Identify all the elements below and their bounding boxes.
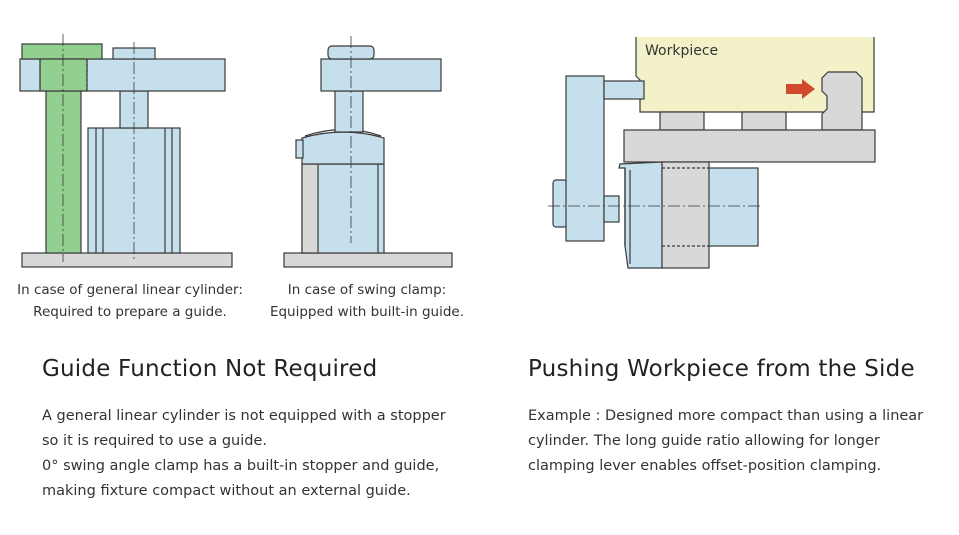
- caption-line: Equipped with built-in guide.: [269, 304, 465, 320]
- heading-guide-function: Guide Function Not Required: [42, 356, 378, 382]
- body-line: so it is required to use a guide.: [42, 433, 268, 449]
- rod-end: [552, 179, 568, 228]
- lever-joint: [603, 195, 620, 223]
- swing-clamp-diagram: [283, 36, 453, 268]
- workpiece-label: Workpiece: [645, 43, 718, 59]
- body-line: cylinder. The long guide ratio allowing …: [528, 433, 880, 449]
- guide-nut: [21, 43, 103, 60]
- body-side: [301, 163, 319, 254]
- support-block: [741, 111, 787, 131]
- clamp-arm: [320, 58, 442, 92]
- caption-line: In case of general linear cylinder:: [17, 282, 243, 298]
- body-line: Example : Designed more compact than usi…: [528, 408, 924, 424]
- body-line: clamping lever enables offset-position c…: [528, 458, 882, 474]
- caption-linear-cylinder: In case of general linear cylinder: Requ…: [12, 279, 248, 323]
- side-push-diagram: [548, 37, 876, 269]
- base-plate: [283, 252, 453, 268]
- caption-line: Required to prepare a guide.: [33, 304, 227, 320]
- guide-bore: [39, 58, 88, 92]
- stopper: [821, 71, 863, 131]
- lever-tip: [603, 80, 645, 100]
- heading-pushing-workpiece: Pushing Workpiece from the Side: [528, 356, 915, 382]
- side-port: [295, 139, 304, 159]
- caption-swing-clamp: In case of swing clamp: Equipped with bu…: [262, 279, 472, 323]
- base-plate: [21, 252, 233, 268]
- body-pushing-workpiece: Example : Designed more compact than usi…: [528, 404, 923, 479]
- support-block: [659, 111, 705, 131]
- push-arrow: [786, 79, 815, 99]
- piston-rod: [334, 90, 364, 133]
- body-line: making fixture compact without an extern…: [42, 483, 411, 499]
- guide-sleeve: [661, 161, 710, 269]
- body-line: 0° swing angle clamp has a built-in stop…: [42, 458, 440, 474]
- swing-collar: [301, 131, 385, 165]
- clamp-lever: [565, 75, 605, 242]
- caption-line: In case of swing clamp:: [287, 282, 447, 298]
- fixture-plate: [623, 129, 876, 163]
- body-line: A general linear cylinder is not equippe…: [42, 408, 446, 424]
- linear-cylinder-diagram: [19, 34, 233, 268]
- body-guide-function: A general linear cylinder is not equippe…: [42, 404, 446, 504]
